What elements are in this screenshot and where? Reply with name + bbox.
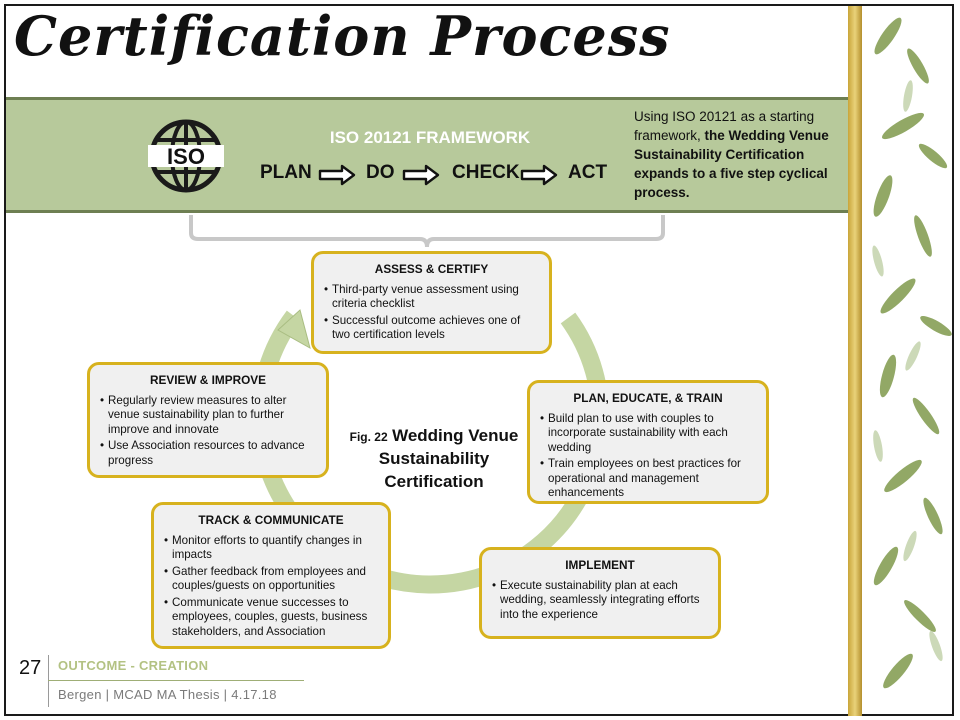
card-bullet: Regularly review measures to alter venue…: [100, 394, 316, 438]
framework-title: ISO 20121 FRAMEWORK: [329, 128, 531, 147]
card-bullet: Third-party venue assessment using crite…: [324, 283, 539, 312]
description-plain: Using ISO 20121 as a starting framework,: [634, 109, 815, 143]
card-plan-educate-train: PLAN, EDUCATE, & TRAIN Build plan to use…: [527, 380, 769, 504]
card-bullet: Train employees on best practices for op…: [540, 457, 756, 501]
figure-number: Fig. 22: [349, 430, 388, 444]
card-implement: IMPLEMENT Execute sustainability plan at…: [479, 547, 721, 639]
page-number: 27: [19, 657, 42, 679]
framework-band: [6, 97, 849, 213]
card-title: IMPLEMENT: [565, 558, 635, 572]
card-title: REVIEW & IMPROVE: [149, 373, 267, 387]
right-arrow-icon: [318, 164, 356, 186]
card-track-communicate: TRACK & COMMUNICATE Monitor efforts to q…: [151, 502, 391, 649]
footer-rule: [48, 680, 304, 681]
card-bullet: Use Association resources to advance pro…: [100, 439, 316, 468]
card-title: PLAN, EDUCATE, & TRAIN: [573, 391, 723, 405]
botanical-decoration: [848, 6, 952, 716]
footer-divider: [48, 655, 49, 707]
figure-caption: Fig. 22 Wedding Venue Sustainability Cer…: [336, 424, 532, 493]
card-title: TRACK & COMMUNICATE: [198, 513, 344, 527]
bracket-connector: [189, 215, 665, 248]
iso-logo-icon: ISO: [148, 119, 224, 193]
step-check: CHECK: [452, 162, 520, 183]
footer-credit: Bergen | MCAD MA Thesis | 4.17.18: [58, 687, 277, 702]
figure-title: Wedding Venue Sustainability Certificati…: [378, 426, 519, 491]
card-bullet: Successful outcome achieves one of two c…: [324, 314, 539, 343]
card-bullet: Monitor efforts to quantify changes in i…: [164, 534, 378, 563]
card-bullet: Gather feedback from employees and coupl…: [164, 565, 378, 594]
card-bullet: Build plan to use with couples to incorp…: [540, 412, 756, 456]
card-review-improve: REVIEW & IMPROVE Regularly review measur…: [87, 362, 329, 478]
step-plan: PLAN: [260, 162, 312, 183]
description-bold: the Wedding Venue Sustainability Certifi…: [634, 128, 829, 200]
card-bullet: Communicate venue successes to employees…: [164, 596, 378, 640]
step-do: DO: [366, 162, 395, 183]
framework-description: Using ISO 20121 as a starting framework,…: [634, 107, 834, 202]
slide-frame: [4, 4, 954, 716]
card-bullet: Execute sustainability plan at each wedd…: [492, 579, 708, 623]
page-title: Certification Process: [14, 4, 671, 68]
card-title: ASSESS & CERTIFY: [374, 262, 489, 276]
right-arrow-icon: [402, 164, 440, 186]
section-label: OUTCOME - CREATION: [58, 658, 209, 673]
cycle-arrowhead-icon: [277, 309, 311, 350]
step-act: ACT: [568, 162, 608, 183]
card-assess-certify: ASSESS & CERTIFY Third-party venue asses…: [311, 251, 552, 354]
iso-logo-text: ISO: [167, 144, 205, 169]
right-arrow-icon: [520, 164, 558, 186]
